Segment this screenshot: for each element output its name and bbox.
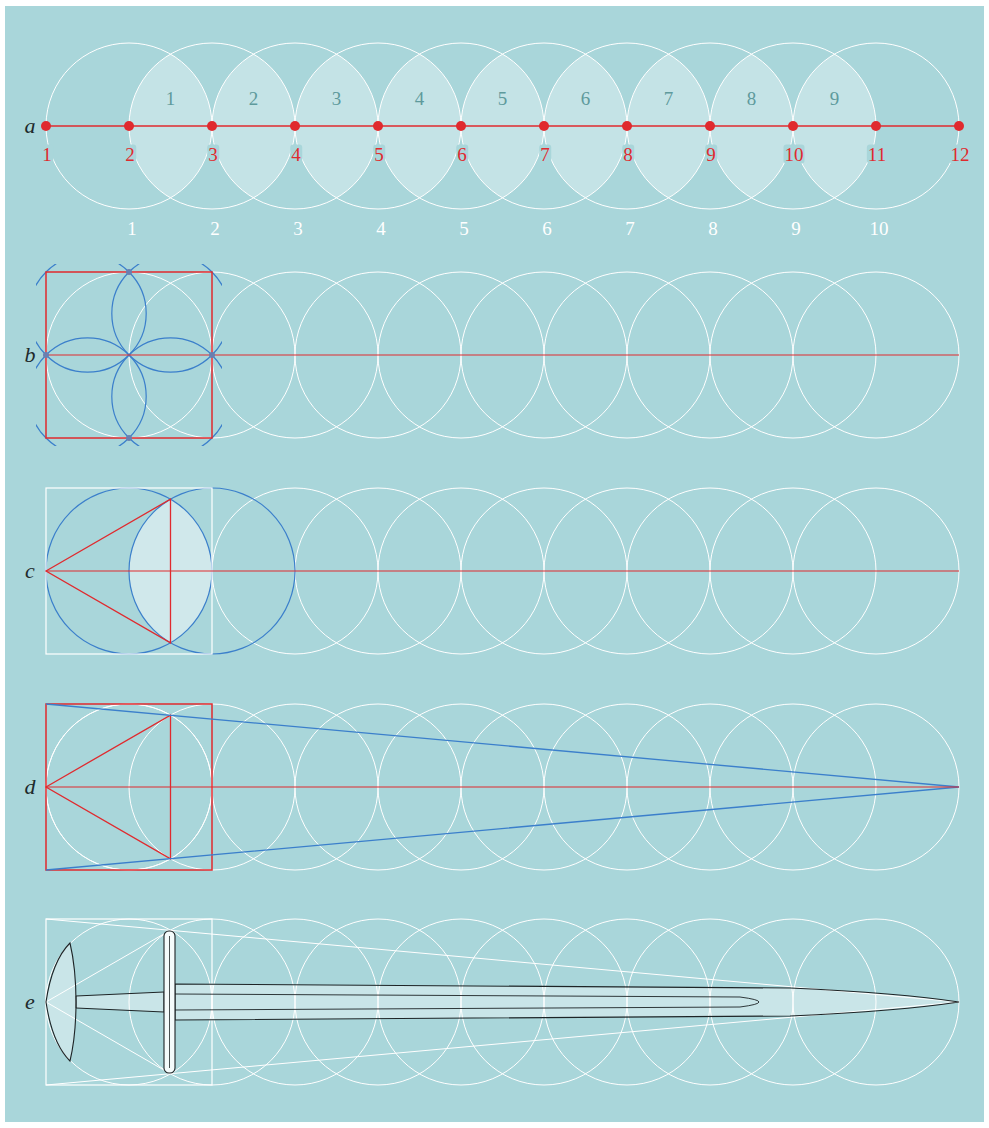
- point-number: 6: [456, 145, 468, 164]
- point-number: 2: [124, 145, 136, 164]
- lens-number: 2: [249, 89, 259, 108]
- row-letter: d: [25, 776, 36, 798]
- division-point: [539, 121, 549, 131]
- circle-number: 3: [293, 219, 303, 238]
- circle-number: 5: [459, 219, 469, 238]
- sword-grip: [76, 992, 164, 1012]
- point-number: 12: [950, 145, 971, 164]
- division-point: [373, 121, 383, 131]
- axis-line: [46, 570, 959, 571]
- lens-number: 5: [498, 89, 508, 108]
- lens-number: 3: [332, 89, 342, 108]
- division-point: [954, 121, 964, 131]
- division-point: [41, 121, 51, 131]
- circle-number: 8: [708, 219, 718, 238]
- row-letter: b: [25, 344, 36, 366]
- circle-number: 4: [376, 219, 386, 238]
- lens-number: 6: [581, 89, 591, 108]
- point-number: 7: [539, 145, 551, 164]
- point-number: 11: [867, 145, 887, 164]
- circle-number: 9: [791, 219, 801, 238]
- lens-number: 7: [664, 89, 674, 108]
- division-point: [290, 121, 300, 131]
- axis-line: [46, 786, 959, 787]
- circle-number: 7: [625, 219, 635, 238]
- lens-number: 4: [415, 89, 425, 108]
- lens-number: 9: [830, 89, 840, 108]
- circle-number: 1: [127, 219, 137, 238]
- taper-lines: [46, 919, 959, 1085]
- point-number: 9: [705, 145, 717, 164]
- row-letter: a: [25, 115, 36, 137]
- point-number: 5: [373, 145, 385, 164]
- division-point: [788, 121, 798, 131]
- lens-number: 1: [166, 89, 176, 108]
- construction-point: [126, 435, 132, 441]
- division-point: [207, 121, 217, 131]
- axis-line: [46, 125, 959, 127]
- division-point: [124, 121, 134, 131]
- point-number: 1: [41, 145, 53, 164]
- sword-fuller: [175, 994, 759, 1010]
- point-number: 8: [622, 145, 634, 164]
- construction-point: [126, 269, 132, 275]
- sword-pommel: [46, 943, 76, 1061]
- point-number: 3: [207, 145, 219, 164]
- lens-number: 8: [747, 89, 757, 108]
- circle-number: 6: [542, 219, 552, 238]
- division-point: [622, 121, 632, 131]
- point-number: 10: [784, 145, 805, 164]
- sword-crossguard-line: [169, 936, 170, 1068]
- point-number: 4: [290, 145, 302, 164]
- division-point: [456, 121, 466, 131]
- circle-number: 2: [210, 219, 220, 238]
- construction-point: [209, 352, 215, 358]
- panel: [5, 6, 984, 1122]
- quatrefoil-circle: [112, 338, 222, 446]
- division-point: [705, 121, 715, 131]
- sword-crossguard: [164, 931, 175, 1073]
- division-point: [871, 121, 881, 131]
- sword-blade: [175, 984, 959, 1020]
- row-letter: c: [25, 560, 35, 582]
- triangle: [46, 930, 171, 1074]
- circle-number: 10: [870, 219, 889, 238]
- axis-line: [46, 354, 959, 355]
- row-letter: e: [25, 991, 35, 1013]
- construction-point: [43, 352, 49, 358]
- taper-lines: [46, 704, 959, 870]
